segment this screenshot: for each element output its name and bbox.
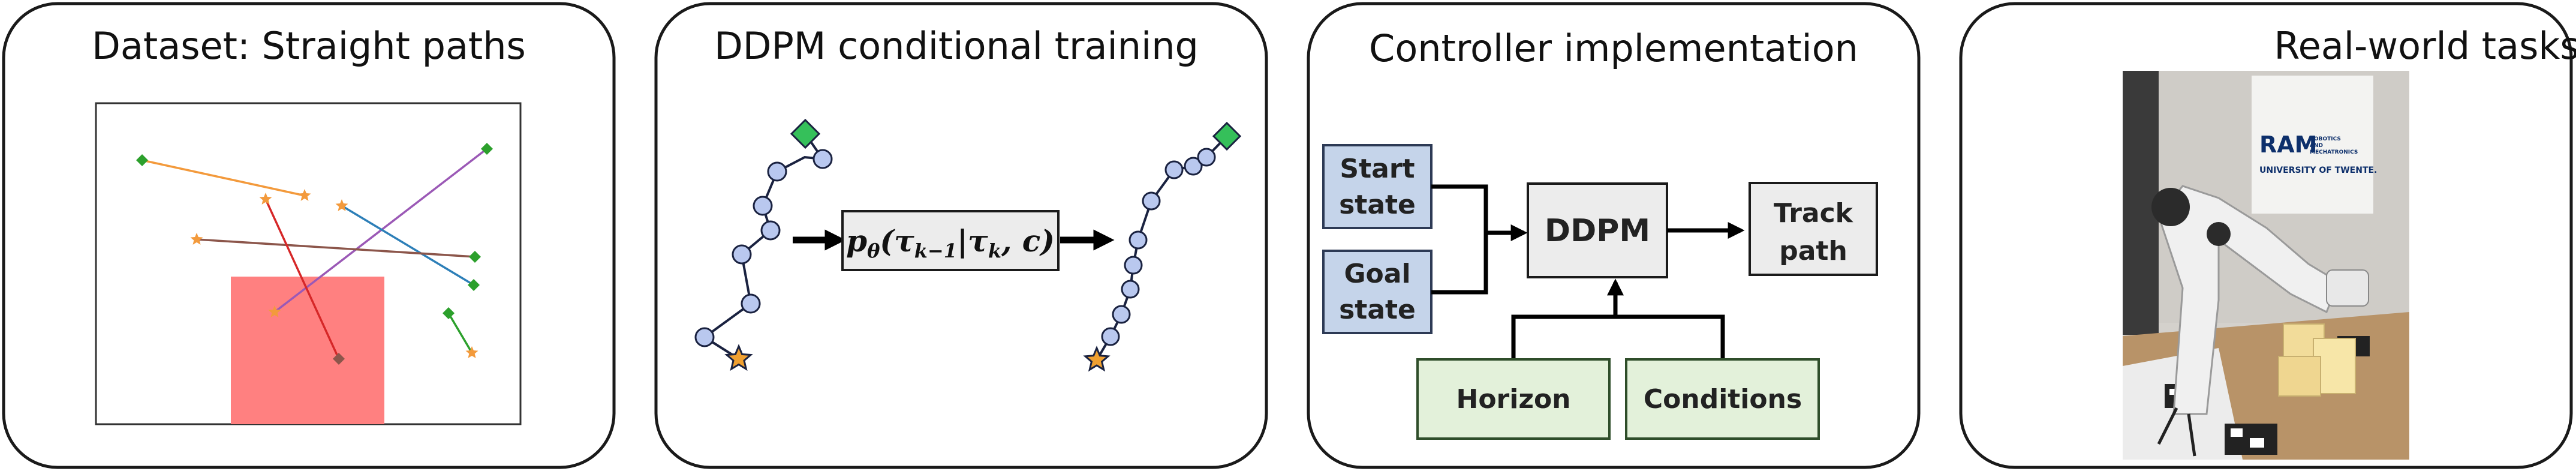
trajectory-node <box>760 220 781 241</box>
goal-marker-icon <box>136 154 148 166</box>
trajectory-node <box>753 196 773 216</box>
trajectory-node <box>1184 157 1203 176</box>
goal-marker-icon <box>469 251 481 263</box>
start-marker-icon <box>724 344 753 371</box>
goal-marker-icon <box>790 118 821 149</box>
ram-logo-sub: ROBOTICS <box>2310 136 2341 142</box>
trajectory-node <box>694 327 715 347</box>
goal-state-label-2: state <box>1339 295 1416 325</box>
trajectory-node <box>1112 305 1131 324</box>
start-marker-icon <box>1083 346 1111 372</box>
denoiser-formula: pθ(τk−1|τk, c) <box>846 223 1055 262</box>
trajectory-node <box>1128 230 1148 250</box>
start-state-label-2: state <box>1339 190 1416 220</box>
start-marker-icon <box>268 305 281 317</box>
robot-photo: RAM ROBOTICS AND MECHATRONICS UNIVERSITY… <box>2123 71 2409 460</box>
track-path-label: Track <box>1774 198 1854 229</box>
yellow-block <box>2278 356 2321 397</box>
panel-title-ddpm: DDPM conditional training <box>714 24 1199 68</box>
dataset-plot <box>95 102 522 425</box>
ram-logo: RAM <box>2259 131 2317 158</box>
goal-state-label: Goal <box>1344 259 1410 289</box>
panel-title-dataset: Dataset: Straight paths <box>92 24 526 68</box>
start-marker-icon <box>259 193 272 205</box>
goal-marker-icon <box>468 279 480 291</box>
noisy-trajectory <box>694 118 833 371</box>
trajectory-node <box>812 149 833 169</box>
start-state-box <box>1322 144 1433 229</box>
conditions-label: Conditions <box>1644 384 1802 415</box>
track-path-box <box>1749 182 1878 276</box>
start-marker-icon <box>190 233 203 245</box>
ram-logo-sub: MECHATRONICS <box>2310 149 2358 155</box>
connector-start-icon <box>1431 184 1488 233</box>
goal-marker-icon <box>1212 121 1242 151</box>
goal-marker-icon <box>443 307 455 319</box>
start-marker-icon <box>465 346 479 358</box>
goal-state-box <box>1322 250 1433 334</box>
start-marker-icon <box>298 189 311 201</box>
start-marker-icon <box>335 199 348 211</box>
horizon-box <box>1416 358 1611 440</box>
straight-path-brown <box>196 238 476 258</box>
start-state-label: Start <box>1340 154 1415 184</box>
track-path-label-2: path <box>1779 236 1847 266</box>
obstacle-region <box>231 277 384 424</box>
connector-goal-icon <box>1431 233 1488 295</box>
horizon-label: Horizon <box>1456 384 1571 415</box>
connector-horizon-icon <box>1511 314 1725 359</box>
denoiser-box <box>841 210 1060 271</box>
conditions-box <box>1625 358 1820 440</box>
trajectory-node <box>1197 148 1216 167</box>
trajectory-node <box>732 244 752 265</box>
panel-title-real-world: Real-world tasks <box>2274 24 2576 68</box>
trajectory-node <box>1124 256 1143 275</box>
denoised-trajectory <box>1083 121 1242 372</box>
trajectory-node <box>1101 327 1120 346</box>
trajectory-node <box>1121 280 1140 299</box>
straight-path-orange <box>142 159 305 197</box>
trajectory-node <box>1142 191 1161 211</box>
panel-title-controller: Controller implementation <box>1369 26 1858 70</box>
ddpm-box <box>1527 182 1668 278</box>
university-logo: UNIVERSITY OF TWENTE. <box>2259 166 2377 175</box>
straight-path-blue <box>341 205 474 286</box>
lab-banner <box>2252 76 2373 214</box>
straight-path-red <box>264 199 340 359</box>
goal-marker-icon <box>333 353 345 365</box>
trajectory-node <box>1164 160 1184 179</box>
trajectory-node <box>741 293 761 314</box>
trajectory-node <box>767 161 787 182</box>
ram-logo-sub: AND <box>2310 143 2323 149</box>
ddpm-label: DDPM <box>1545 213 1650 249</box>
straight-path-green <box>447 313 473 353</box>
goal-marker-icon <box>481 143 493 155</box>
